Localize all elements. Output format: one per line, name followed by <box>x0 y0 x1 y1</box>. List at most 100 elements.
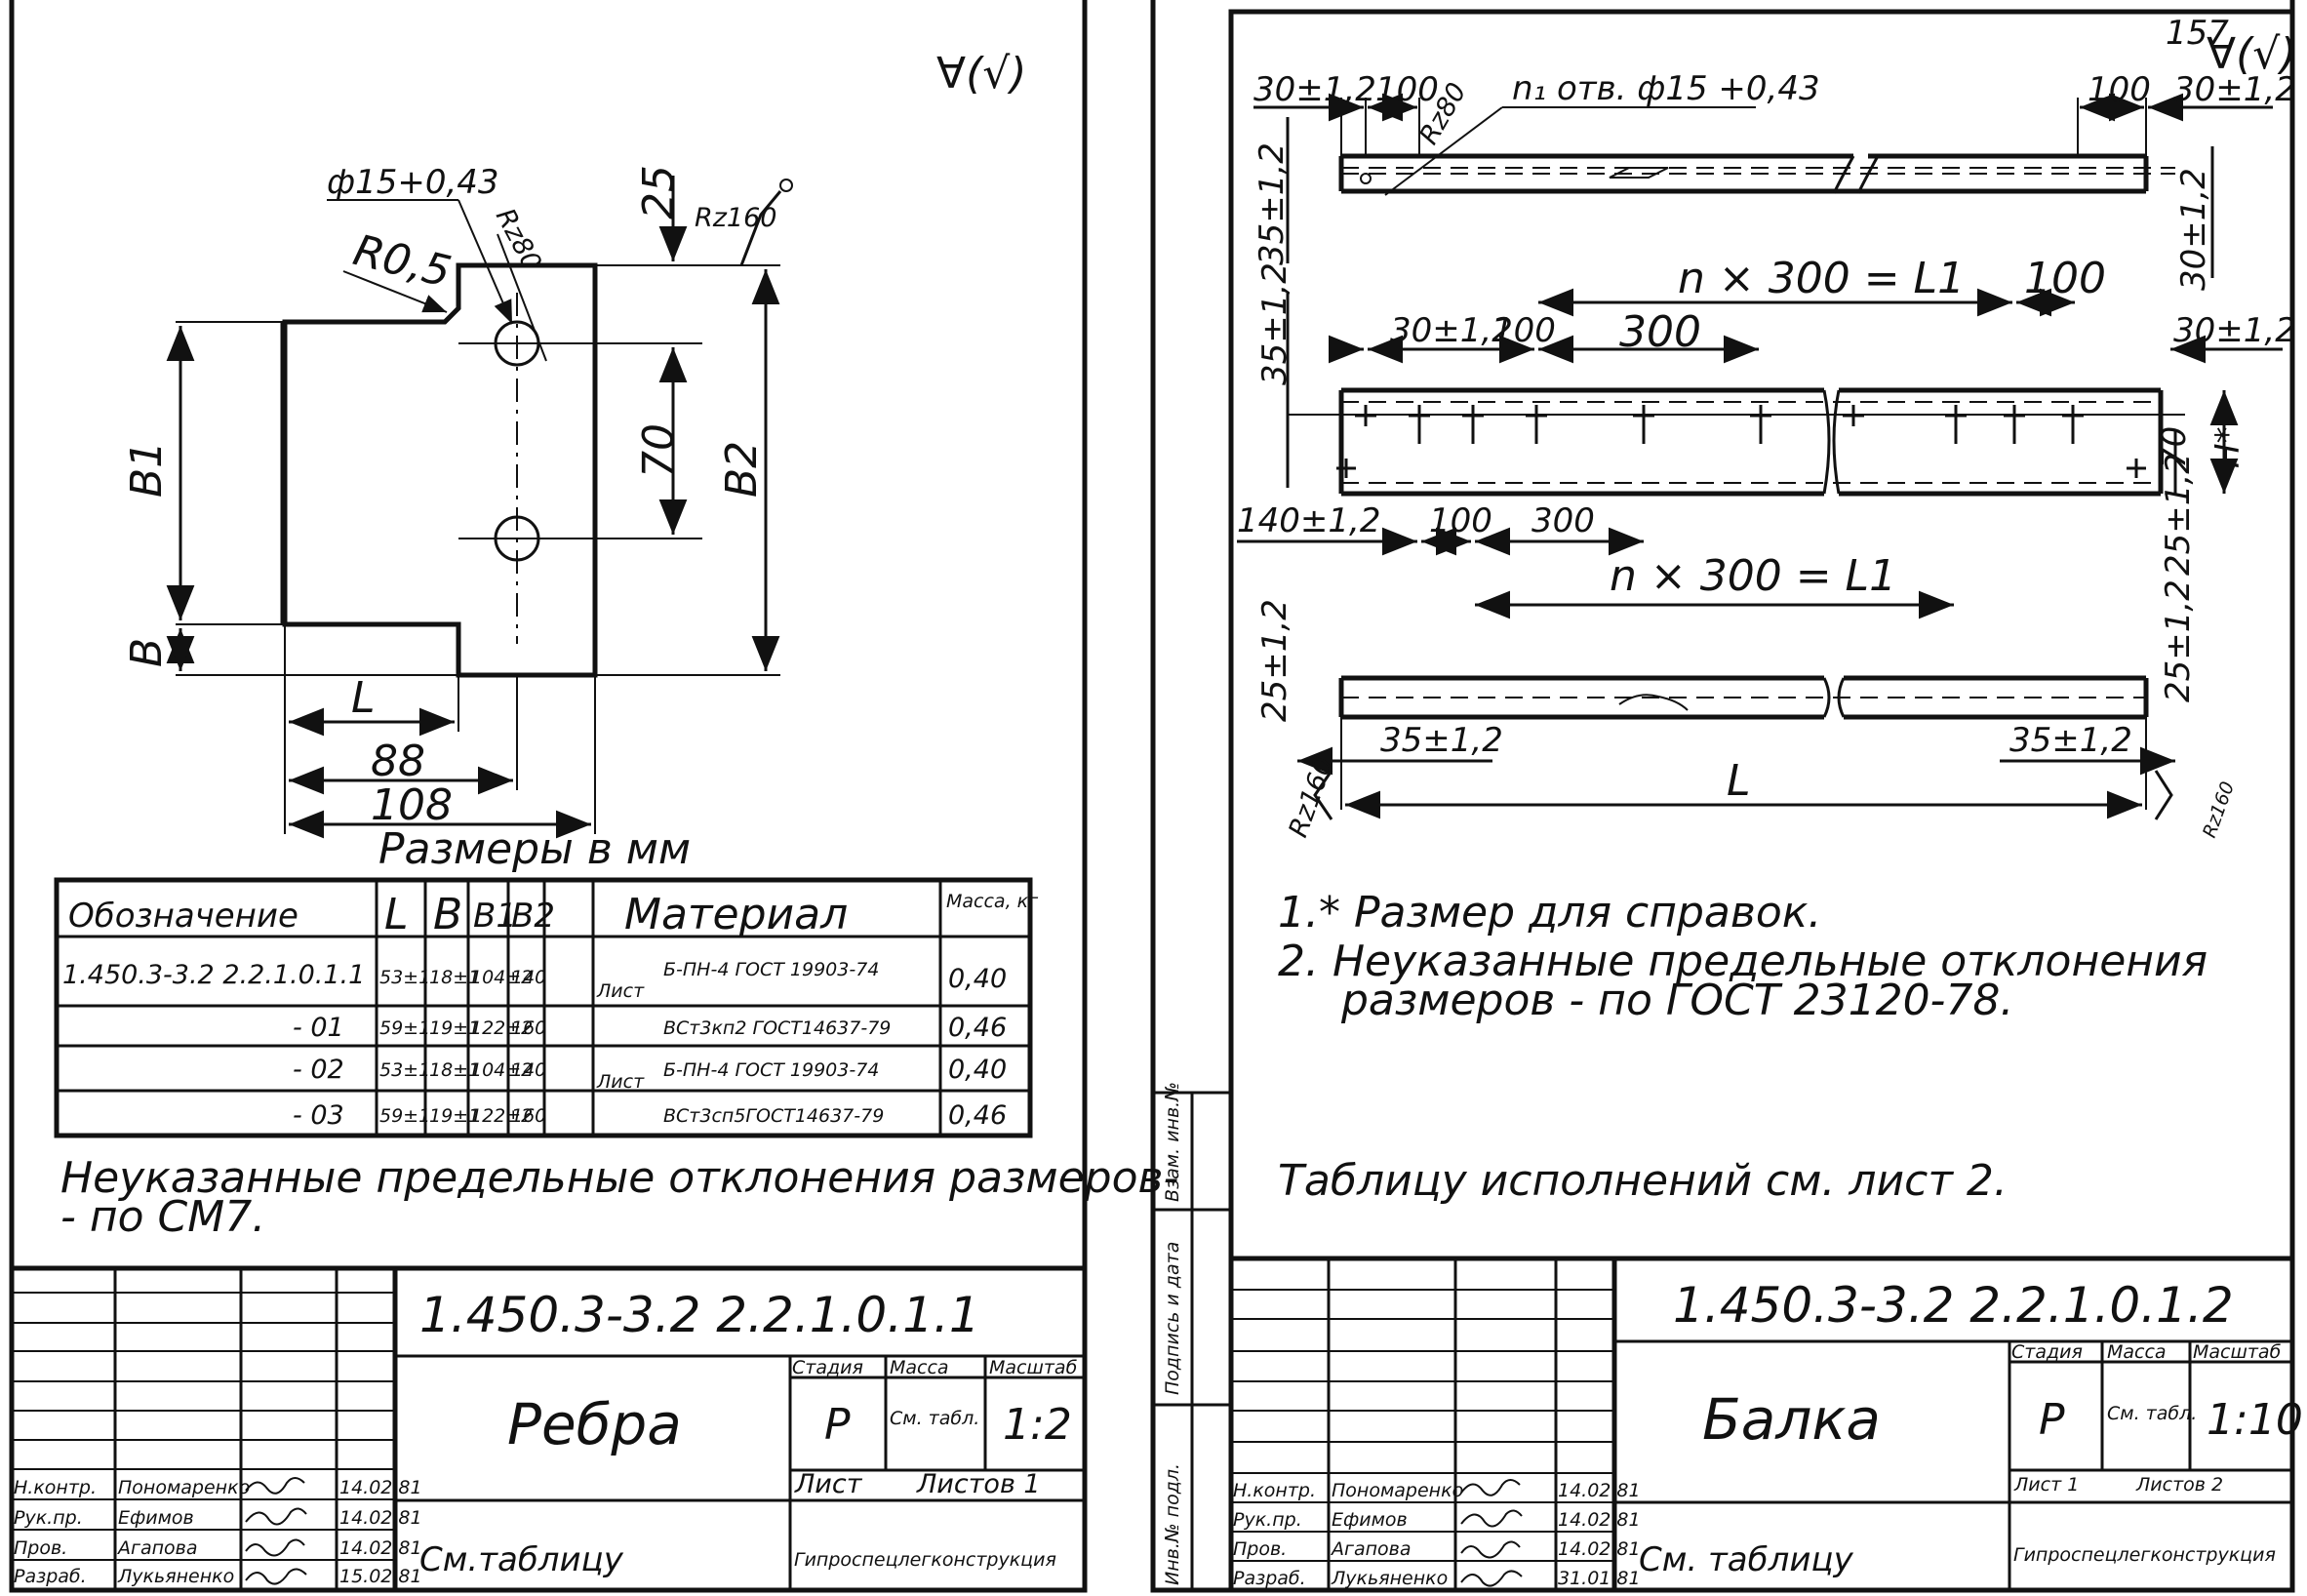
page-number: 157 <box>2166 14 2229 53</box>
person-name: Ефимов <box>118 1507 194 1529</box>
dim-b1: B1 <box>122 441 172 498</box>
person-name: Лукьяненко <box>117 1566 234 1587</box>
rib-part-drawing: B1 B 25 70 B2 L 88 108 ф15+0,43 <box>122 163 793 839</box>
col-header-b1: B1 <box>473 897 517 936</box>
row-b1: 122±2 <box>470 1105 533 1127</box>
sheet-label: Лист 1 <box>2013 1474 2079 1496</box>
dim-30-mid-right: 30±1,2 <box>2173 311 2296 350</box>
note-reference-size: 1.* Размер для справок. <box>1278 888 1821 938</box>
dim-b2: B2 <box>717 441 767 498</box>
sign-date: 31.01.81 <box>1558 1568 1641 1589</box>
row-mass: 0,40 <box>948 1055 1007 1085</box>
dim-100-bottom: 100 <box>1429 501 1492 540</box>
roughness-rz160-right: Rz160 <box>2199 778 2239 840</box>
row-b: 18±1 <box>429 967 480 988</box>
col-header-designation: Обозначение <box>68 897 298 936</box>
signature <box>1460 1540 1521 1559</box>
mass-value: См. табл. <box>890 1408 979 1429</box>
see-table-note: См. таблицу <box>1639 1540 1854 1579</box>
dim-h-reference: H* <box>2208 426 2247 468</box>
row-material-bottom: ВСт3сп5ГОСТ14637-79 <box>663 1105 884 1127</box>
row-b: 19±1 <box>429 1105 480 1127</box>
role-label: Н.контр. <box>1233 1480 1316 1501</box>
left-sheet: ∀(√) B1 B 25 70 B2 <box>9 0 1178 1593</box>
row-material-bottom: ВСт3кп2 ГОСТ14637-79 <box>663 1017 891 1039</box>
sign-date: 14.02.81 <box>339 1537 422 1559</box>
col-header-b2: B2 <box>511 897 555 936</box>
col-header-b: B <box>433 890 462 939</box>
dim-nl1-bottom: n × 300 = L1 <box>1610 551 1896 601</box>
signature <box>245 1477 305 1495</box>
signature-row: Н.контр. Пономаренко 14.02.81 <box>14 1477 422 1498</box>
row-mass: 0,46 <box>948 1100 1007 1131</box>
sign-date: 14.02.81 <box>339 1477 422 1498</box>
hole-markers <box>1336 405 2146 478</box>
row-l: 53±1 <box>379 1059 430 1081</box>
stage-value: Р <box>824 1400 851 1450</box>
sign-date: 14.02.81 <box>339 1507 422 1529</box>
row-material-prefix: Лист <box>596 1071 645 1093</box>
mass-value: См. табл. <box>2107 1403 2197 1424</box>
table-row: - 01 59±1 19±1 122±2 160 ВСт3кп2 ГОСТ146… <box>293 1013 1007 1043</box>
scale-header: Масштаб <box>989 1357 1078 1378</box>
dim-25-vertical-c: 25±1,2 <box>2159 579 2198 702</box>
role-label: Пров. <box>1233 1538 1287 1560</box>
part-name: Балка <box>1702 1386 1881 1453</box>
stage-header: Стадия <box>2011 1341 2083 1363</box>
role-label: Разраб. <box>1233 1568 1306 1589</box>
roughness-rz160: Rz160 <box>695 203 776 233</box>
person-name: Пономаренко <box>1332 1480 1463 1501</box>
signature-row: Рук.пр. Ефимов 14.02.81 <box>14 1507 422 1529</box>
dim-l: L <box>351 673 376 723</box>
dim-35-left: 35±1,2 <box>1380 721 1503 760</box>
row-designation: - 01 <box>293 1013 344 1043</box>
signature <box>1460 1509 1523 1528</box>
dim-30-vertical: 30±1,2 <box>2174 168 2213 291</box>
dim-b: B <box>122 638 172 667</box>
beam-top-view: 30±1,2 100 Rz80 n₁ отв. ф15 +0,43 100 30… <box>1253 69 2296 291</box>
radius-label: R0,5 <box>348 225 456 298</box>
dim-25: 25 <box>634 165 684 219</box>
person-name: Пономаренко <box>118 1477 250 1498</box>
dim-70: 70 <box>634 423 684 478</box>
row-material-top: Б-ПН-4 ГОСТ 19903-74 <box>663 959 879 980</box>
row-b: 18±1 <box>429 1059 480 1081</box>
signature <box>245 1507 307 1526</box>
stage-header: Стадия <box>792 1357 863 1378</box>
side-stamp: Инв.№ подл. Подпись и дата Взам. инв.№ <box>1153 1082 1231 1590</box>
dim-88: 88 <box>371 737 425 786</box>
sign-date: 14.02.81 <box>1558 1509 1641 1531</box>
row-designation: 1.450.3-3.2 2.2.1.0.1.1 <box>62 960 365 990</box>
scale-header: Масштаб <box>2193 1341 2282 1363</box>
dim-25-vertical-b: 25±1,2 <box>1255 599 1294 722</box>
row-b2: 140 <box>511 1059 546 1081</box>
stamp-replacement: Взам. инв.№ <box>1162 1082 1183 1202</box>
tolerance-note-line1: Неуказанные предельные отклонения размер… <box>60 1153 1178 1203</box>
dim-108: 108 <box>371 780 453 830</box>
sheets-count: Листов 1 <box>916 1469 1041 1499</box>
col-header-material: Материал <box>624 890 848 939</box>
row-material-top: Б-ПН-4 ГОСТ 19903-74 <box>663 1059 879 1081</box>
row-b2: 140 <box>511 967 546 988</box>
roughness-corner-mark: ∀(√) <box>936 49 1026 99</box>
table-row: - 02 53±1 18±1 104±2 140 Лист Б-ПН-4 ГОС… <box>293 1055 1007 1093</box>
row-material-prefix: Лист <box>596 980 645 1002</box>
hole-note: n₁ отв. ф15 +0,43 <box>1512 69 1820 108</box>
organization: Гипроспецлегконструкция <box>2013 1544 2276 1566</box>
role-label: Н.контр. <box>14 1477 97 1498</box>
see-table-note: См.таблицу <box>419 1540 624 1579</box>
signature <box>1460 1479 1521 1496</box>
signature-row: Пров. Агапова 14.02.81 <box>14 1537 422 1559</box>
signature <box>245 1568 307 1585</box>
mass-header: Масса <box>2107 1341 2167 1363</box>
sheet-label: Лист <box>794 1469 863 1499</box>
dim-100-top: 100 <box>2024 254 2106 303</box>
dim-140: 140±1,2 <box>1237 501 1380 540</box>
table-row: 1.450.3-3.2 2.2.1.0.1.1 53±1 18±1 104±2 … <box>62 959 1007 1002</box>
person-name: Ефимов <box>1332 1509 1408 1531</box>
stamp-sign-date: Подпись и дата <box>1162 1242 1183 1395</box>
row-b1: 104±2 <box>470 1059 533 1081</box>
title-block-left: 1.450.3-3.2 2.2.1.0.1.1 Ребра Стадия Мас… <box>9 1265 1088 1593</box>
signature-row: Разраб. Лукьяненко 31.01.81 <box>1233 1568 1641 1589</box>
